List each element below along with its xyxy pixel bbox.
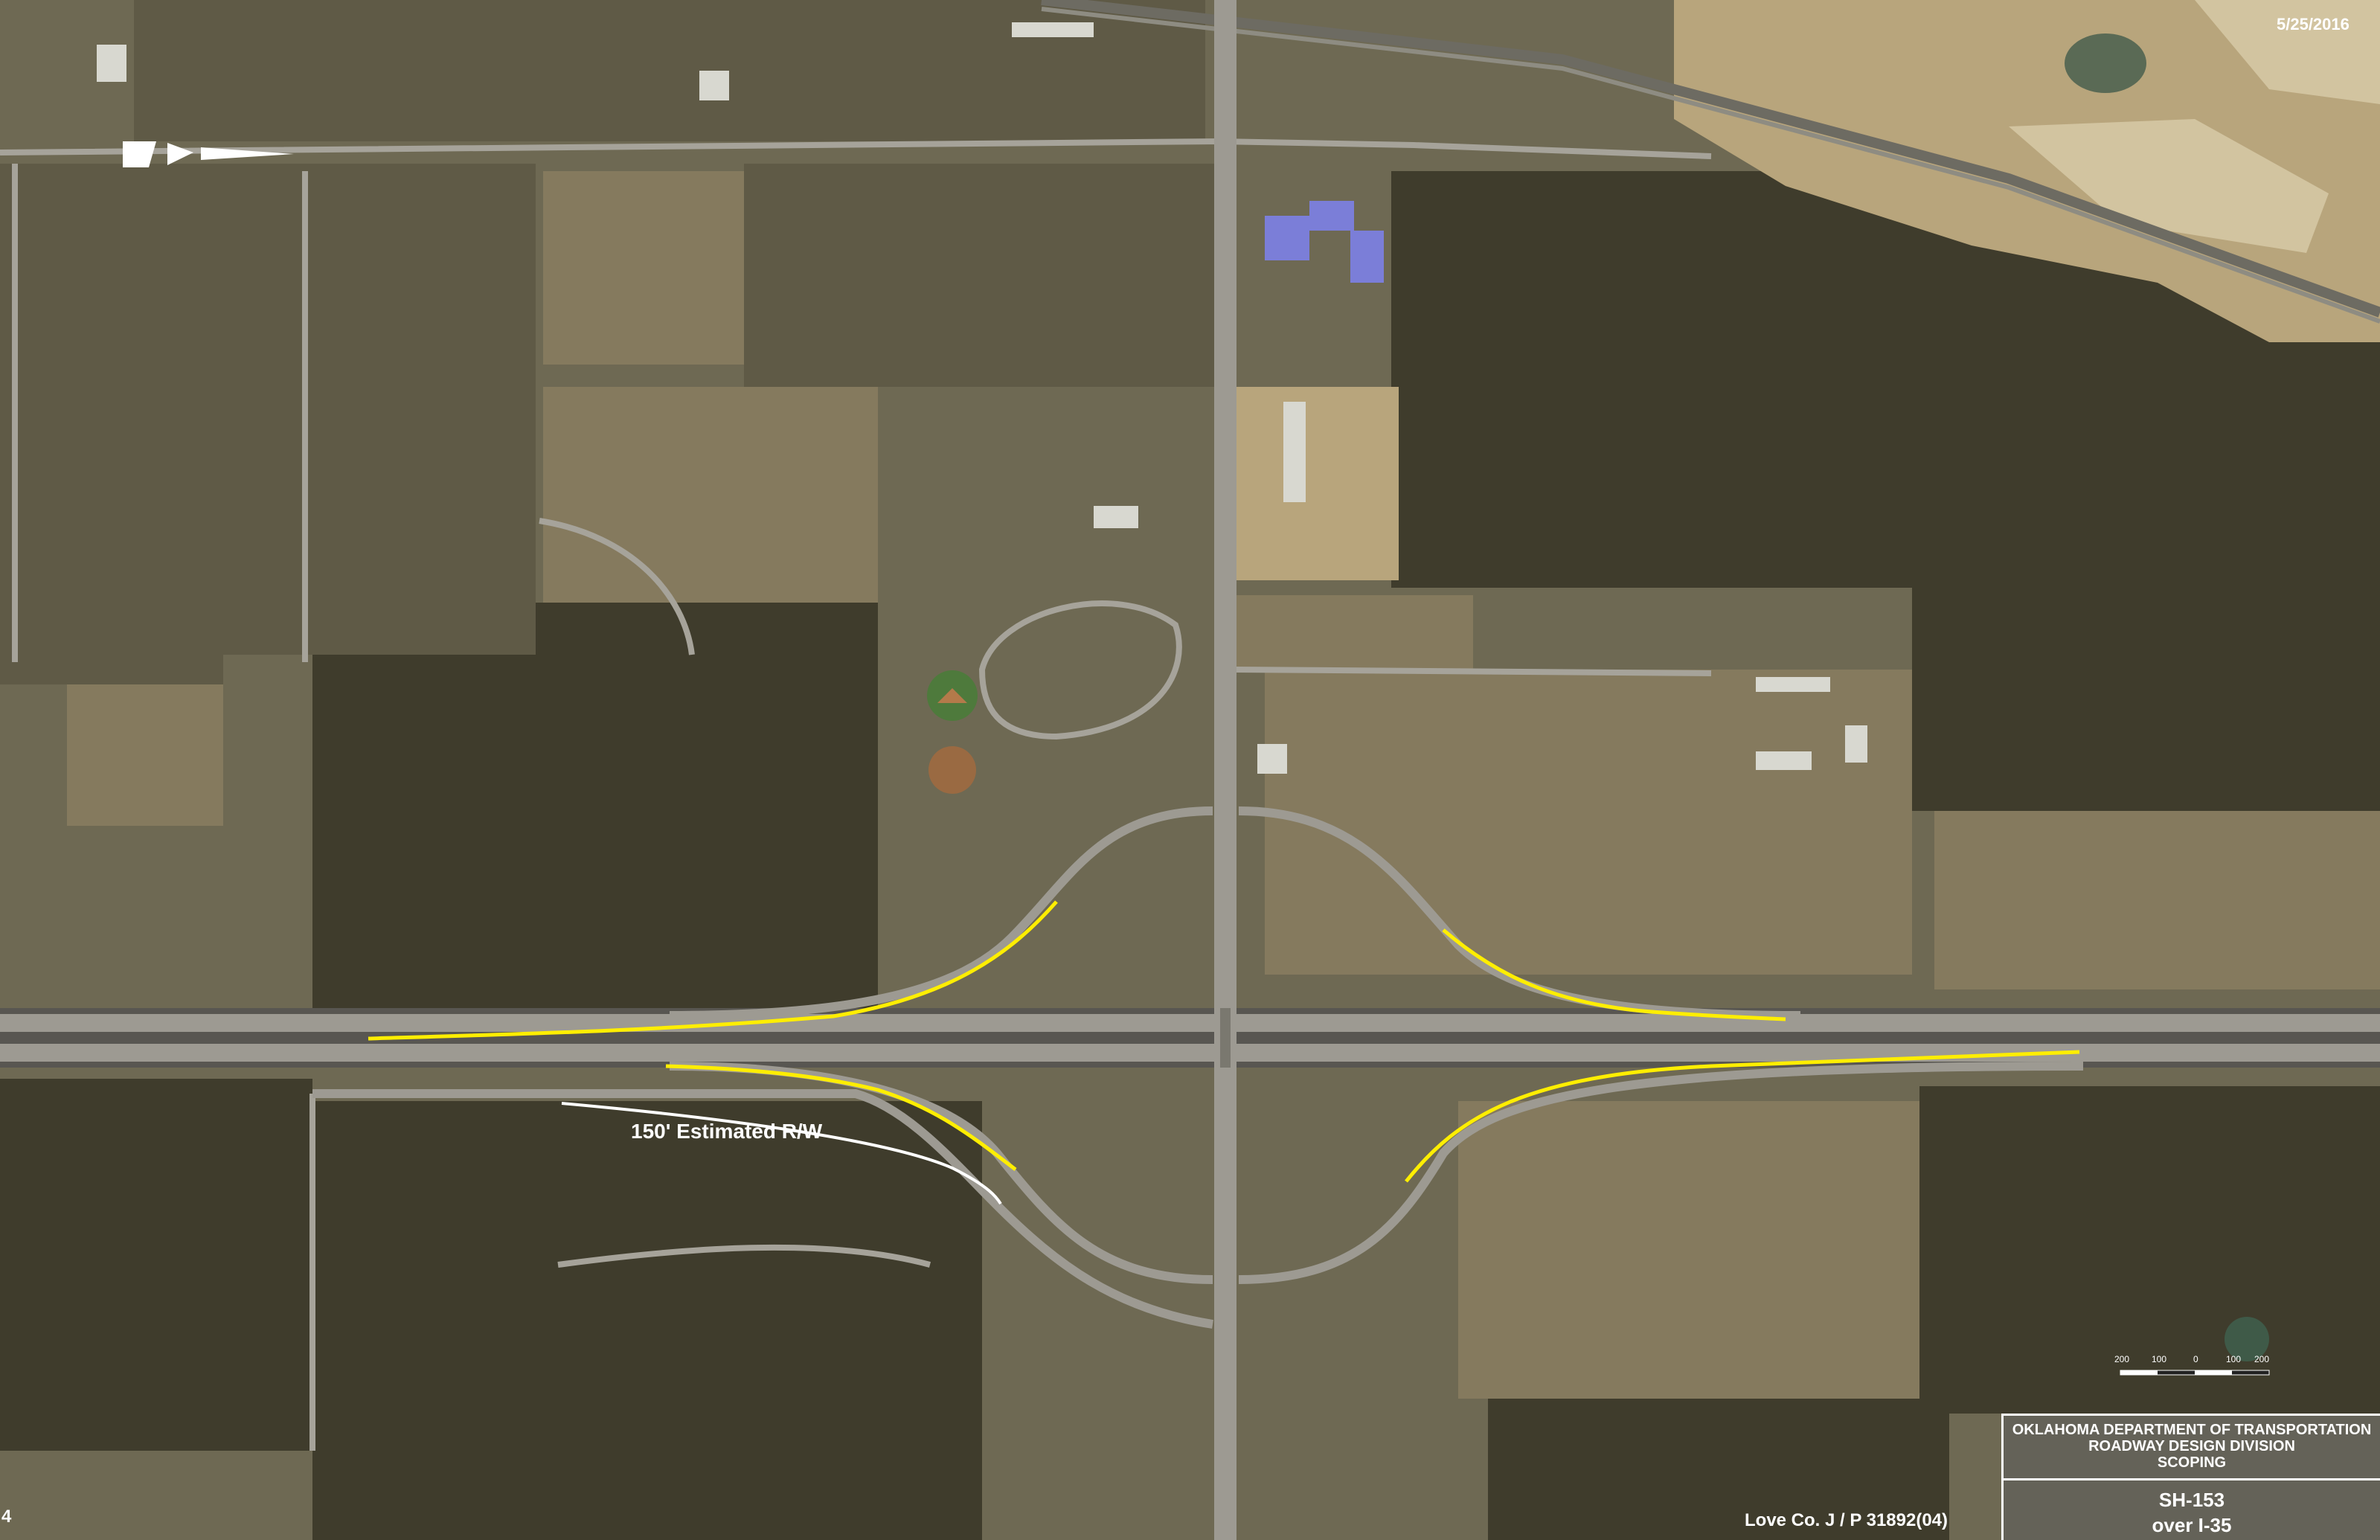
- residential-blocks: [0, 0, 1220, 684]
- title-block-phase: SCOPING: [2157, 1454, 2227, 1471]
- church-buildings: [1265, 201, 1384, 283]
- highlighted-ramp-segments: [368, 900, 2080, 1183]
- scale-label-200-right: 200: [2254, 1354, 2270, 1364]
- highlight-ne-ramp: [1442, 928, 1786, 1021]
- interstate-i35: [0, 1008, 2380, 1068]
- light-fields: [2009, 0, 2380, 253]
- highlight-sw-ramp: [665, 1064, 1017, 1171]
- pasture-fields: [67, 171, 2380, 1399]
- interchange-ramps: [312, 806, 2084, 1329]
- railroad-bed: [1041, 7, 2380, 324]
- pond: [2225, 1317, 2269, 1361]
- scale-label-200-left: 200: [2114, 1354, 2130, 1364]
- map-date: 5/25/2016: [2277, 15, 2349, 33]
- scale-bar: 200 100 0 100 200: [2113, 1354, 2269, 1384]
- ball-fields: [927, 670, 978, 794]
- scale-label-0: 0: [2193, 1354, 2198, 1364]
- north-arrow-icon: [123, 141, 294, 167]
- title-block: OKLAHOMA DEPARTMENT OF TRANSPORTATION RO…: [2001, 1414, 2380, 1540]
- highlight-nw-ramp: [368, 900, 1058, 1041]
- title-block-project-route: SH-153: [2158, 1489, 2225, 1511]
- project-number: Love Co. J / P 31892(04): [1745, 1510, 1948, 1530]
- buildings: [97, 22, 1867, 774]
- highlight-se-ramp: [1405, 1050, 2080, 1183]
- scale-label-100-right: 100: [2226, 1354, 2242, 1364]
- sheet-number: 4: [1, 1507, 12, 1527]
- title-block-project-location: over I-35: [2152, 1514, 2232, 1536]
- right-of-way-label: 150' Estimated R/W: [631, 1120, 823, 1143]
- title-block-divider: [2004, 1478, 2380, 1480]
- right-of-way-line: [561, 1102, 1002, 1205]
- railroad: [1041, 0, 2380, 318]
- title-block-division: ROADWAY DESIGN DIVISION: [2088, 1438, 2295, 1454]
- scale-bar-graphic: [2120, 1370, 2270, 1376]
- pond-north: [2065, 33, 2146, 93]
- sh-153-road: [1214, 0, 1236, 1540]
- local-roads: [0, 138, 1712, 1451]
- title-block-org: OKLAHOMA DEPARTMENT OF TRANSPORTATION: [2012, 1422, 2372, 1438]
- scale-label-100-left: 100: [2152, 1354, 2167, 1364]
